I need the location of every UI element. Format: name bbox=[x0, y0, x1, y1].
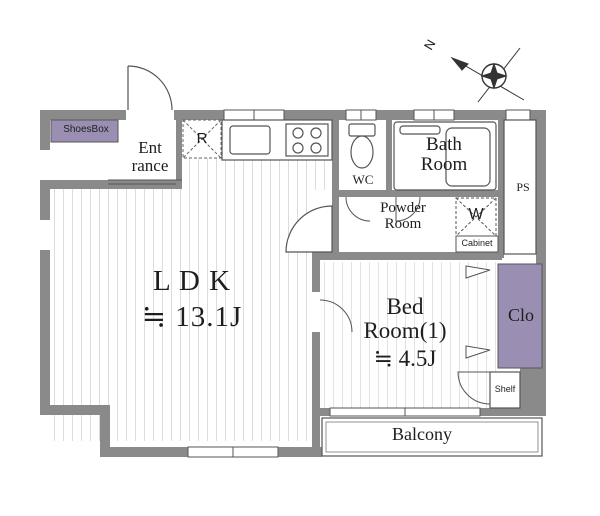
entrance-label: Ent rance bbox=[120, 139, 180, 175]
bath-door bbox=[395, 196, 421, 222]
bathtub-fixture bbox=[393, 121, 497, 191]
bedroom-line2: Room(1) bbox=[363, 318, 447, 344]
ldk-floor bbox=[50, 189, 308, 441]
closet-fixture bbox=[497, 263, 543, 369]
ldk-label: L D K ≒ 13.1J bbox=[112, 266, 272, 333]
powder-line1: Powder bbox=[380, 200, 426, 216]
closet-label: Clo bbox=[507, 305, 534, 325]
toilet-fixture bbox=[348, 123, 376, 169]
powder-line2: Room bbox=[384, 215, 422, 232]
compass-icon bbox=[450, 47, 525, 103]
bedroom-size: ≒ 4.5J bbox=[373, 346, 437, 372]
powder-door bbox=[285, 205, 333, 253]
balcony-area bbox=[321, 417, 543, 457]
bath-label: Bath Room bbox=[405, 135, 483, 175]
powder-label: Powder Room bbox=[362, 200, 444, 233]
entrance-line2: rance bbox=[131, 155, 169, 175]
bedroom-floor bbox=[320, 262, 496, 410]
cabinet-label: Cabinet bbox=[461, 238, 493, 248]
entrance-line1: Ent bbox=[138, 138, 162, 157]
kitchen-counter bbox=[221, 119, 333, 161]
bedroom-door bbox=[319, 299, 353, 333]
ps-shaft bbox=[503, 119, 537, 255]
refrigerator-label: R bbox=[196, 130, 208, 147]
entrance-door bbox=[127, 65, 173, 111]
washer-label: W bbox=[468, 206, 484, 223]
ldk-name: L D K bbox=[152, 265, 232, 297]
wc-door bbox=[345, 196, 371, 222]
bath-line2: Room bbox=[420, 153, 468, 175]
wc-label: WC bbox=[352, 172, 374, 187]
shoesbox-label: ShoesBox bbox=[63, 124, 109, 135]
shelf-fixture bbox=[489, 371, 521, 409]
ps-label: PS bbox=[516, 180, 530, 194]
shoesbox-fixture bbox=[50, 119, 119, 143]
powder-fixtures bbox=[455, 197, 499, 253]
shelf-label: Shelf bbox=[494, 384, 516, 394]
ldk-size: ≒ 13.1J bbox=[141, 301, 243, 334]
bath-line1: Bath bbox=[426, 134, 462, 155]
bedroom-label: Bed Room(1) ≒ 4.5J bbox=[340, 294, 470, 372]
bedroom-line1: Bed bbox=[386, 294, 424, 319]
refrigerator-fixture bbox=[182, 119, 222, 159]
balcony-label: Balcony bbox=[392, 424, 452, 444]
